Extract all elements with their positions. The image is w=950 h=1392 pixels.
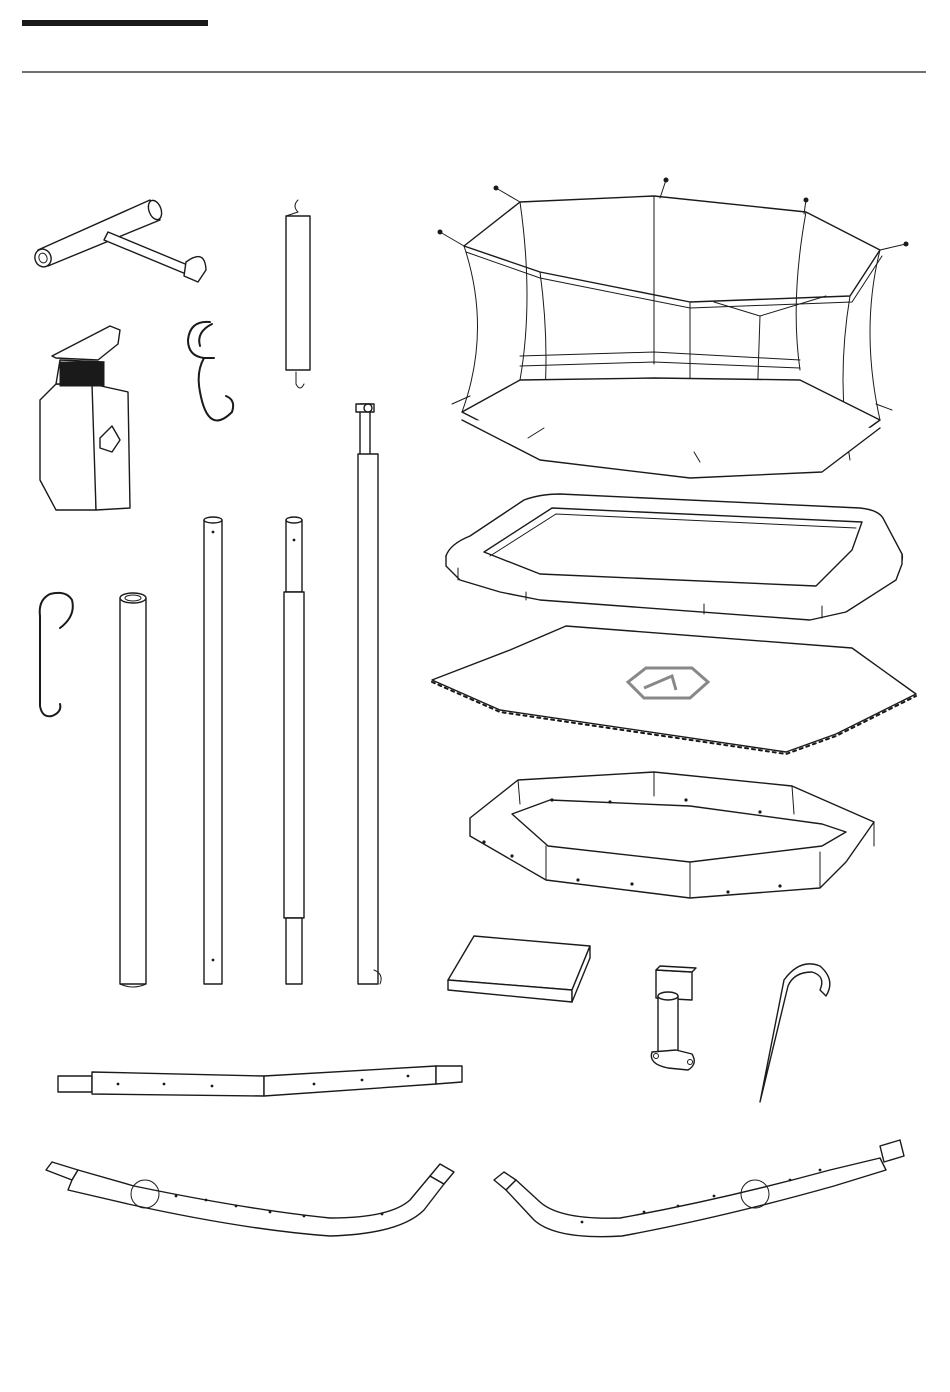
top-frame-icon [470,772,874,898]
pole-top-icon [356,404,381,984]
pole-lower-icon [120,593,146,987]
straight-rail-icon [58,1066,462,1096]
padding-icon [446,494,902,620]
enclosure-net-icon [438,178,909,479]
foam-block-icon [448,936,590,1002]
ground-stake-icon [760,964,830,1102]
pole-middle-icon [204,517,222,984]
curved-rail-right-icon [494,1140,904,1237]
header-bar [22,20,208,26]
pole-bracket-icon [651,966,696,1070]
t-wrench-icon [32,199,206,282]
pole-upper-icon [284,517,304,984]
jump-mat-icon [432,626,916,754]
spring-icon [286,200,310,388]
spring-tool-icon [40,326,130,510]
s-hook-icon [188,322,233,421]
net-hook-icon [40,593,73,716]
curved-rail-left-icon [46,1162,454,1236]
